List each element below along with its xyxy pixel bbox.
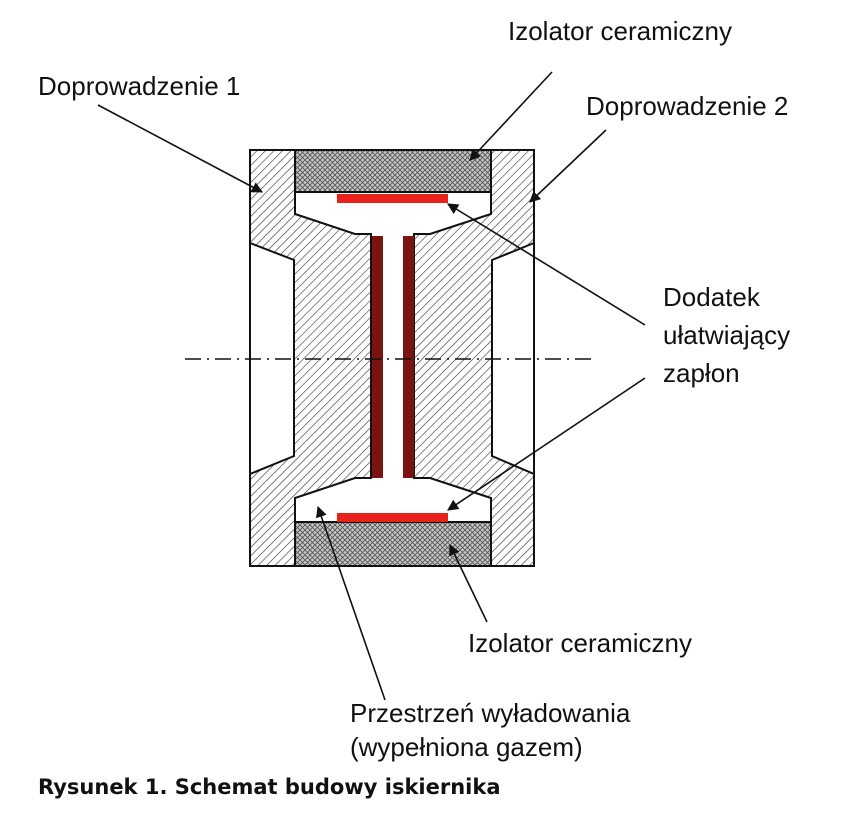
label-ignition-aid-line2: ułatwiający <box>663 320 790 350</box>
leader-ignition-aid-top <box>447 203 646 326</box>
label-lead-2: Doprowadzenie 2 <box>586 91 788 121</box>
leader-insulator-top <box>469 71 553 161</box>
left-electrode-face <box>372 236 383 478</box>
figure-caption: Rysunek 1. Schemat budowy iskiernika <box>38 775 501 799</box>
label-insulator-bottom: Izolator ceramiczny <box>468 628 692 658</box>
leader-discharge-space <box>316 505 386 701</box>
leader-lead-2 <box>529 129 607 203</box>
leader-insulator-bottom <box>449 543 488 623</box>
outer-frame <box>249 149 535 567</box>
left-electrode-body <box>249 149 372 567</box>
label-ignition-aid-line1: Dodatek <box>663 282 761 312</box>
bottom-ignition-aid-strip <box>337 513 448 522</box>
leader-lead-1 <box>97 104 263 193</box>
top-ignition-aid-strip <box>337 194 448 203</box>
leader-ignition-aid-bottom <box>447 377 646 511</box>
right-electrode-face <box>403 236 414 478</box>
label-lead-1: Doprowadzenie 1 <box>38 71 240 101</box>
label-ignition-aid-line3: zapłon <box>663 358 740 388</box>
label-insulator-top: Izolator ceramiczny <box>508 16 732 46</box>
bottom-ceramic-insulator <box>294 521 492 567</box>
right-electrode-body <box>413 149 535 567</box>
top-ceramic-insulator <box>294 149 492 193</box>
label-discharge-space-line1: Przestrzeń wyładowania <box>350 698 631 728</box>
label-discharge-space-line2: (wypełniona gazem) <box>350 732 583 762</box>
